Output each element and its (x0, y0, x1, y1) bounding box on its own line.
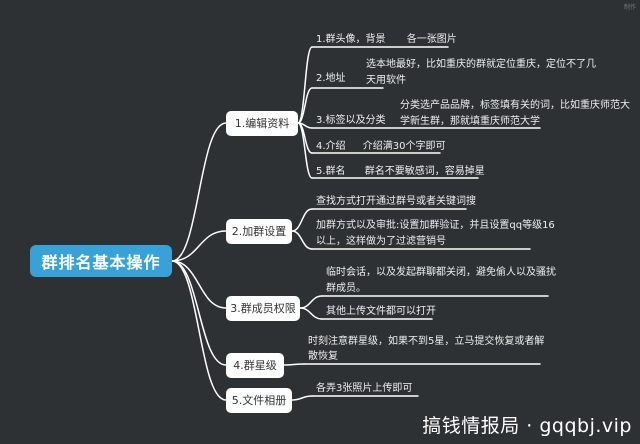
branch3-connector-2 (299, 307, 323, 320)
leaf-avatar-background: 1.群头像，背景 各一张图片 (316, 33, 457, 47)
leaf-join-method-1: 加群方式以及审批:设置加群验证，并且设置qq等级16 (316, 220, 555, 231)
leaf-stars-2: 散恢复 (308, 351, 338, 362)
branch-label: 4.群星级 (233, 358, 277, 372)
leaf-join-method-2: 以上，这样做为了过滤营销号 (316, 236, 446, 247)
root-node[interactable]: 群排名基本操作 (30, 245, 172, 277)
branch-label: 1.编辑资料 (234, 116, 290, 130)
leaf-search-method: 查找方式打开通过群号或者关键词搜 (316, 196, 476, 207)
branch-label: 3.群成员权限 (230, 301, 296, 315)
leaf-photos: 各弄3张照片上传即可 (316, 383, 413, 394)
leaf-key: 4.介绍 (316, 141, 346, 152)
branch2-connector-1 (291, 208, 313, 232)
leaf-stars-1: 时刻注意群星级，如果不到5星，立马提交恢复或者解 (308, 336, 545, 347)
leaf-tags-value-2: 学新生群，那就填重庆师范大学 (400, 116, 540, 127)
leaf-key: 5.群名 (316, 166, 346, 177)
root-connector-2 (171, 230, 227, 262)
root-label: 群排名基本操作 (41, 253, 161, 272)
root-connector-1 (171, 122, 227, 262)
leaf-address-key: 2.地址 (316, 73, 346, 84)
branch1-connector-1 (297, 46, 313, 124)
branch-node-group-stars[interactable]: 4.群星级 (226, 353, 284, 378)
leaf-tags-value-1: 分类选产品品牌，标签填有关的词，比如重庆师范大 (400, 100, 630, 111)
root-connector-5 (171, 260, 227, 401)
corner-label: 制作 (623, 4, 636, 11)
branch3-connector-1 (299, 295, 323, 309)
leaf-value: 各一张图片 (406, 34, 457, 45)
watermark-text: 搞钱情报局 · gqqbj.vip (422, 415, 632, 437)
branch1-connector-5 (297, 122, 313, 179)
branch-node-edit-profile[interactable]: 1.编辑资料 (226, 111, 298, 136)
leaf-group-name: 5.群名 群名不要敏感词，容易掉星 (316, 165, 485, 179)
leaf-key: 1.群头像，背景 (316, 34, 386, 45)
branch5-connector-1 (291, 395, 313, 401)
branch-node-join-settings[interactable]: 2.加群设置 (226, 219, 292, 244)
branch1-connector-2 (297, 87, 313, 124)
leaf-temp-chat-2: 群成员。 (326, 283, 366, 294)
branch-node-member-permissions[interactable]: 3.群成员权限 (226, 296, 300, 321)
branch-label: 5.文件相册 (231, 393, 287, 407)
branch4-connector-1 (283, 363, 305, 366)
branch-node-files-album[interactable]: 5.文件相册 (226, 388, 292, 413)
branch2-connector-2 (291, 230, 313, 250)
root-connector-4 (171, 260, 227, 366)
leaf-intro: 4.介绍 介绍满30个字即可 (316, 140, 445, 154)
leaf-value: 群名不要敏感词，容易掉星 (364, 166, 485, 177)
leaf-tags-key: 3.标签以及分类 (316, 115, 386, 126)
root-connector-3 (171, 260, 227, 309)
leaf-address-value-1: 选本地最好，比如重庆的群就定位重庆，定位不了几 (366, 59, 596, 70)
branch-label: 2.加群设置 (231, 224, 287, 238)
leaf-value: 介绍满30个字即可 (362, 141, 446, 152)
leaf-address-value-2: 天用软件 (366, 75, 406, 86)
leaf-upload-files: 其他上传文件都可以打开 (326, 306, 436, 317)
leaf-temp-chat-1: 临时会话，以及发起群聊都关闭，避免偷人以及骚扰 (326, 267, 556, 278)
